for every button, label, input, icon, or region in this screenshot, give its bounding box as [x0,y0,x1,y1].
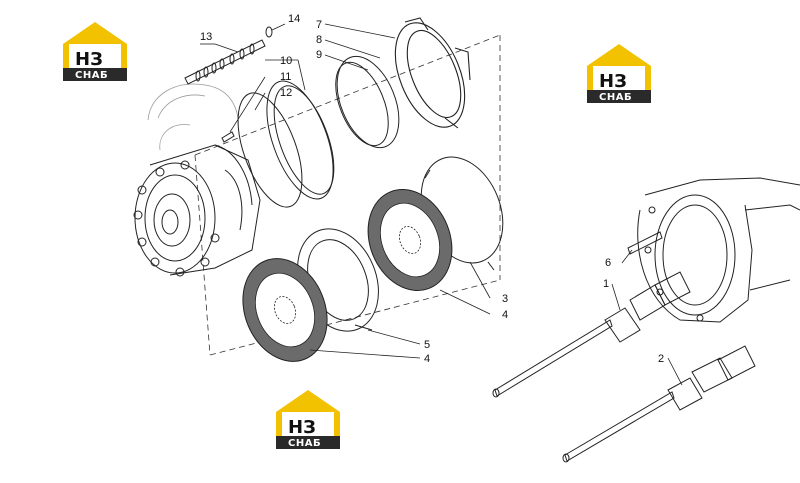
label-14: 14 [288,13,300,25]
valve-spool-assembly [184,26,273,85]
logo-text-top: НЗ [75,49,103,70]
friction-disc-4-lower [242,258,328,362]
part-number-labels: 14 13 7 8 9 10 11 12 3 4 5 4 6 1 2 [200,13,664,365]
leader-lines [200,23,683,386]
logo-text-bottom: СНАБ [288,438,321,449]
pin-6 [627,231,663,255]
label-11: 11 [280,71,291,83]
watermark-logo-top-right: НЗ СНАБ [587,44,651,103]
label-8: 8 [316,34,322,46]
label-13: 13 [200,31,212,43]
watermark-logo-top-left: НЗ СНАБ [63,22,127,81]
logo-text-top: НЗ [288,417,316,438]
pin-11 [221,131,235,143]
label-3: 3 [502,293,508,305]
label-2: 2 [658,353,664,365]
label-1: 1 [603,278,609,290]
label-9: 9 [316,49,322,61]
label-6: 6 [605,257,611,269]
hub-bolt-studs [133,160,220,277]
assembly-dash-frame [194,34,501,356]
ghost-housing-outline [147,83,239,151]
axle-housing [637,177,800,323]
axle-shaft-1 [492,271,691,398]
logo-text-bottom: СНАБ [599,92,632,103]
watermark-logo-bottom: НЗ СНАБ [276,390,340,449]
friction-disc-4-upper [367,189,453,291]
logo-text-bottom: СНАБ [75,70,108,81]
label-4-upper: 4 [502,309,508,321]
brake-piston-7 [394,17,471,129]
o-ring-14 [265,26,273,38]
label-5: 5 [424,339,430,351]
label-10: 10 [280,55,292,67]
wheel-hub-housing [133,144,261,277]
label-12: 12 [280,87,292,99]
logo-text-top: НЗ [599,71,627,92]
axle-shaft-2 [562,345,756,463]
label-7: 7 [316,19,322,31]
label-4-lower: 4 [424,353,430,365]
piston-rings [237,80,335,208]
seal-rings-8-9 [335,55,400,149]
